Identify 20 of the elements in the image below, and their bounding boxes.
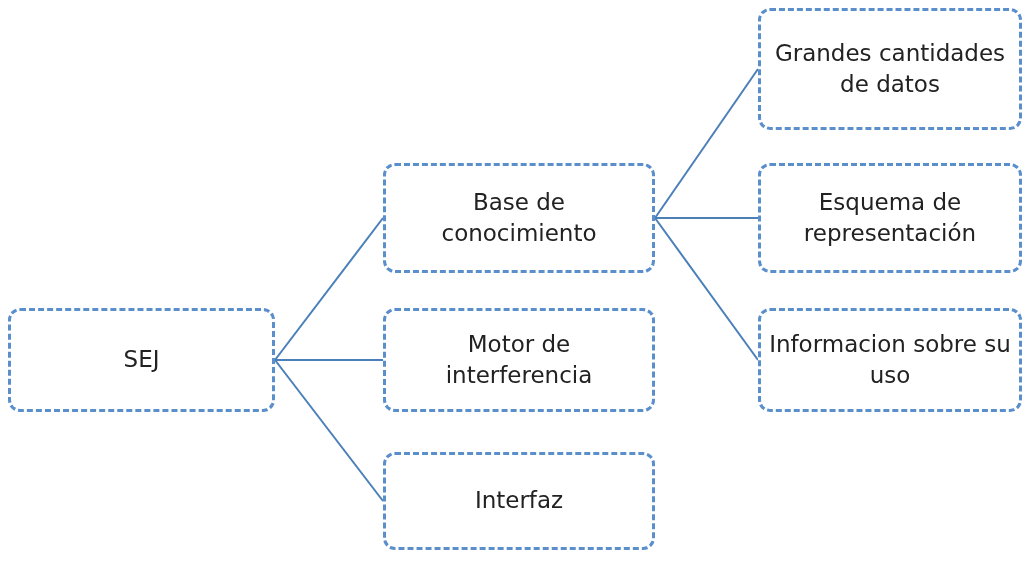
connector-line xyxy=(654,217,759,219)
connector-line xyxy=(654,217,759,361)
node-label: Motor de interferencia xyxy=(444,329,594,390)
dashed-box xyxy=(758,308,1022,412)
node-label: Grandes cantidades de datos xyxy=(773,38,1007,99)
node-label: Interfaz xyxy=(474,486,564,516)
node-label: SEJ xyxy=(123,345,160,375)
node-label: Informacion sobre su uso xyxy=(768,329,1012,390)
connector-line xyxy=(274,359,384,502)
dashed-box xyxy=(758,8,1022,130)
node-label: Base de conocimiento xyxy=(440,187,598,248)
dashed-box xyxy=(758,163,1022,273)
connector-line xyxy=(274,217,384,361)
dashed-box xyxy=(383,308,655,412)
dashed-box xyxy=(383,452,655,550)
dashed-box xyxy=(383,163,655,273)
node-label: Esquema de representación xyxy=(802,187,978,248)
connector-line xyxy=(274,359,384,361)
connector-line xyxy=(654,68,759,219)
dashed-box xyxy=(8,308,275,412)
